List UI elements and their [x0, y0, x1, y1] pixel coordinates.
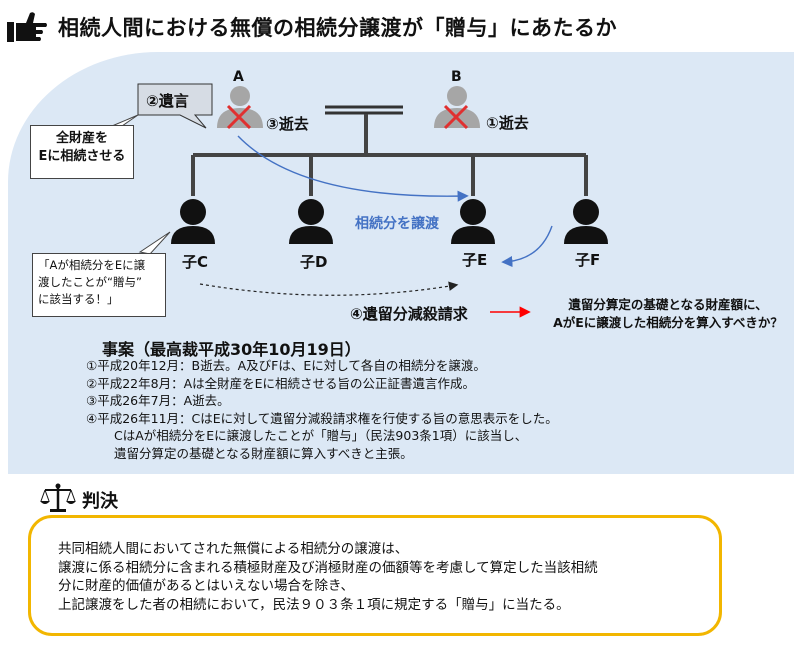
transfer-arrow-a-to-e	[237, 135, 469, 202]
child-e-label: 子E	[462, 251, 488, 269]
facts-list: ①平成20年12月：B逝去。A及びFは、Eに対して各自の相続分を譲渡。 ②平成2…	[86, 357, 558, 462]
will-note-line1: 全財産を	[55, 131, 108, 146]
fact-item: ③平成26年7月：A逝去。	[86, 393, 230, 408]
child-d-icon	[289, 199, 333, 244]
transfer-label: 相続分を譲渡	[355, 216, 439, 232]
child-c-icon	[171, 199, 215, 244]
b-death-label: ①逝去	[486, 114, 529, 132]
fact-item: ④平成26年11月：CはEに対して遺留分減殺請求権を行使する旨の意思表示をした。	[86, 410, 558, 426]
will-callout-bubble	[137, 83, 213, 129]
pointing-hand-icon	[7, 12, 47, 42]
person-b-label: B	[451, 69, 462, 85]
cross-mark-icon	[226, 104, 252, 130]
c-claim-quote-box: 「Aが相続分をEに譲 渡したことが“贈与” に該当する！」	[32, 253, 166, 317]
child-e-icon	[451, 199, 495, 244]
fact-item: ①平成20年12月：B逝去。A及びFは、Eに対して各自の相続分を譲渡。	[86, 358, 486, 373]
verdict-line: 上記譲渡をした者の相続において，民法９０３条１項に規定する「贈与」に当たる。	[58, 596, 570, 613]
verdict-text: 共同相続人間においてされた無償による相続分の譲渡は、 譲渡に係る相続分に含まれる…	[58, 540, 598, 614]
question-line1: 遺留分算定の基礎となる財産額に、	[568, 297, 768, 312]
c-quote-line3: に該当する！」	[38, 292, 119, 306]
c-quote-line2: 渡したことが“贈与”	[38, 275, 142, 289]
verdict-box	[28, 515, 722, 636]
verdict-heading: 判決	[82, 491, 118, 512]
will-note-box: 全財産を Eに相続させる	[30, 125, 134, 179]
fact-item: 遺留分算定の基礎となる財産額に算入すべきと主張。	[114, 445, 413, 461]
question-text: 遺留分算定の基礎となる財産額に、 AがEに譲渡した相続分を算入すべきか？	[538, 296, 798, 332]
family-tree-diagram	[111, 83, 608, 318]
person-b-icon	[434, 86, 480, 128]
facts-heading: 事案（最高裁平成30年10月19日）	[102, 340, 361, 359]
verdict-line: 分に財産的価値があるとはいえない場合を除き、	[58, 578, 355, 594]
will-note-line2: Eに相続させる	[38, 149, 126, 164]
fact-item: ②平成22年8月：Aは全財産をEに相続させる旨の公正証書遺言作成。	[86, 375, 476, 391]
cross-mark-icon	[443, 104, 469, 130]
verdict-line: 譲渡に係る相続分に含まれる積極財産及び消極財産の価額等を考慮して算定した当該相続	[58, 559, 598, 576]
child-f-icon	[564, 199, 608, 244]
page-title: 相続人間における無償の相続分譲渡が「贈与」にあたるか	[58, 16, 617, 40]
marriage-line	[325, 105, 403, 155]
verdict-line: 共同相続人間においてされた無償による相続分の譲渡は、	[58, 541, 409, 557]
quote-pointer	[138, 231, 171, 255]
child-f-label: 子F	[575, 251, 601, 269]
a-death-label: ③逝去	[266, 115, 309, 133]
c-quote-line1: 「Aが相続分をEに譲	[38, 258, 146, 272]
child-c-label: 子C	[182, 253, 209, 271]
children-branch-lines	[191, 153, 588, 196]
fact-item: CはAが相続分をEに譲渡したことが「贈与」（民法903条1項）に該当し、	[114, 428, 528, 443]
transfer-arrow-f-to-e	[501, 225, 553, 268]
person-a-icon	[217, 86, 263, 128]
person-a-label: A	[233, 69, 244, 85]
claim-arrow-c-to-e	[199, 281, 459, 296]
scales-icon	[40, 483, 76, 512]
claim-label: ④遺留分減殺請求	[350, 305, 468, 323]
question-line2: AがEに譲渡した相続分を算入すべきか？	[553, 315, 783, 330]
will-callout-text: ②遺言	[146, 92, 189, 110]
child-d-label: 子D	[300, 253, 328, 271]
